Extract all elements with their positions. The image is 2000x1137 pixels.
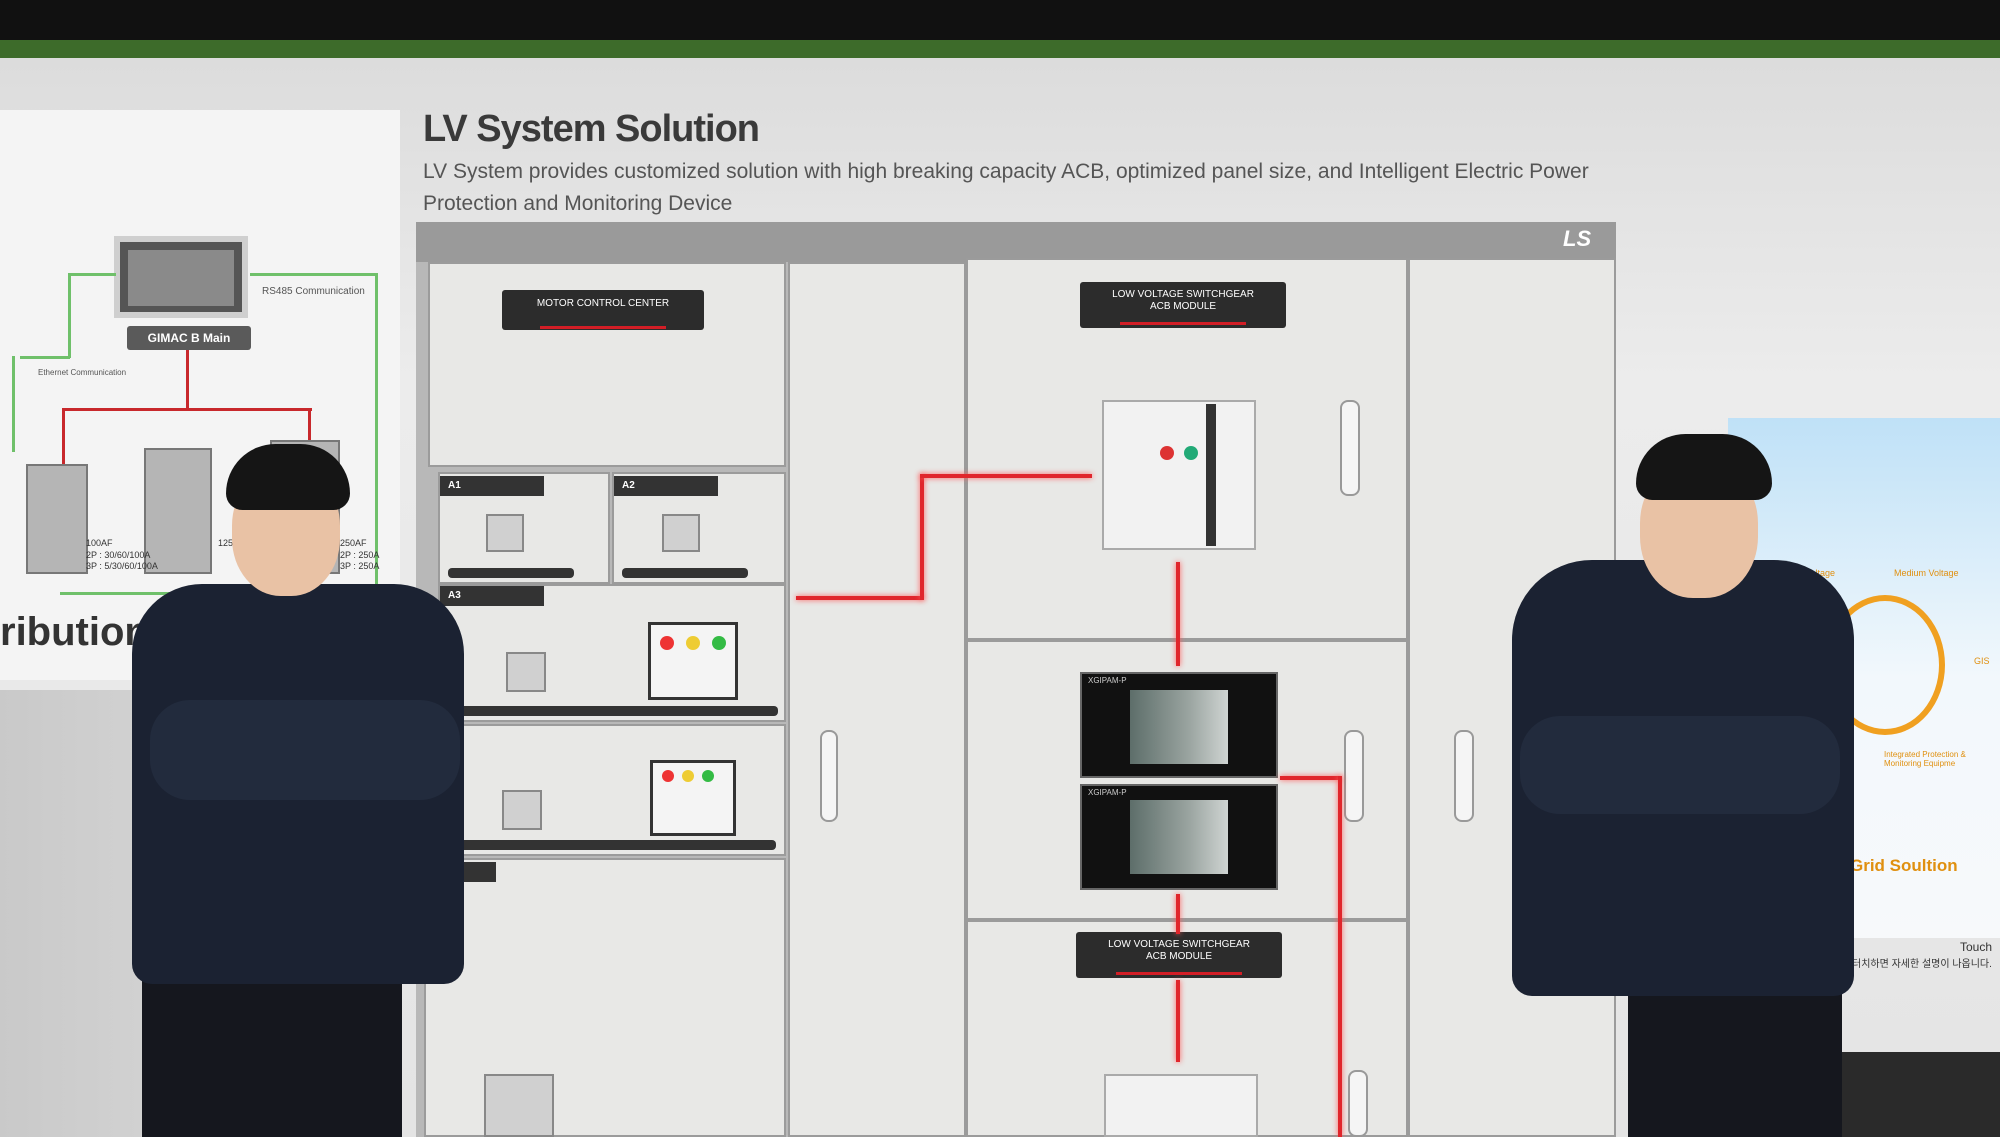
door-handle bbox=[820, 730, 838, 822]
equipment-base bbox=[1836, 1052, 2000, 1137]
module-a7 bbox=[424, 858, 786, 1137]
nameplate-accent bbox=[1120, 322, 1246, 325]
drawer-bar bbox=[448, 706, 778, 716]
rating-detail: 2P : 30/60/100A 3P : 5/30/60/100A bbox=[86, 550, 158, 571]
person-right-pants bbox=[1628, 980, 1842, 1137]
gimac-label: GIMAC B Main bbox=[127, 326, 251, 350]
module-label: A2 bbox=[614, 476, 718, 496]
red-wire bbox=[62, 408, 65, 466]
red-wire bbox=[62, 408, 312, 411]
xgipam-label: XGIPAM-P bbox=[1088, 676, 1127, 685]
indicator-panel bbox=[648, 622, 738, 700]
green-wire bbox=[68, 273, 71, 358]
acb-breaker bbox=[1102, 400, 1256, 550]
rating-label: 100AF bbox=[86, 538, 113, 548]
person-left-hair bbox=[226, 444, 350, 510]
ceiling-strip bbox=[0, 0, 2000, 58]
xgipam-screen bbox=[1130, 690, 1228, 764]
display-label: GIS bbox=[1974, 656, 1990, 666]
red-bus-line bbox=[1176, 894, 1180, 934]
acb-nameplate-top: LOW VOLTAGE SWITCHGEAR ACB MODULE bbox=[1080, 282, 1286, 328]
rating-label: 250AF bbox=[340, 538, 367, 548]
red-indicator-light bbox=[662, 770, 674, 782]
narrow-cabinet-door bbox=[788, 262, 966, 1137]
red-bus-line bbox=[1280, 776, 1342, 780]
wall-subtitle: LV System provides customized solution w… bbox=[423, 160, 1589, 215]
green-indicator-light bbox=[712, 636, 726, 650]
person-left-crossed-arms bbox=[150, 700, 460, 800]
rotary-switch bbox=[502, 790, 542, 830]
rating-detail: 2P : 250A 3P : 250A bbox=[340, 550, 380, 571]
wall-title: LV System Solution bbox=[423, 108, 760, 150]
door-handle bbox=[1344, 730, 1364, 822]
mcc-nameplate: MOTOR CONTROL CENTER bbox=[502, 290, 704, 330]
yellow-indicator-light bbox=[686, 636, 700, 650]
ls-logo: LS bbox=[1563, 226, 1592, 251]
acb-breaker bbox=[1104, 1074, 1258, 1137]
grid-solution-title: Grid Soultion bbox=[1850, 856, 1958, 875]
green-wire bbox=[12, 356, 15, 452]
green-wire bbox=[250, 273, 378, 276]
door-handle bbox=[1348, 1070, 1368, 1137]
green-wire bbox=[20, 356, 70, 359]
green-indicator-light bbox=[702, 770, 714, 782]
door-handle bbox=[1340, 400, 1360, 496]
rotary-switch bbox=[506, 652, 546, 692]
xgipam-label: XGIPAM-P bbox=[1088, 788, 1127, 797]
nameplate-accent bbox=[540, 326, 666, 329]
circuit-breaker bbox=[26, 464, 88, 574]
green-wire bbox=[375, 273, 378, 593]
green-wire bbox=[68, 273, 116, 276]
drawer-bar bbox=[448, 568, 574, 578]
person-right-crossed-arms bbox=[1520, 716, 1840, 814]
acb-breaker-bar bbox=[1206, 404, 1216, 546]
red-bus-line bbox=[796, 596, 924, 600]
rotary-switch bbox=[486, 514, 524, 552]
drawer-bar bbox=[438, 840, 776, 850]
red-wire bbox=[186, 350, 189, 410]
acb-on-button bbox=[1184, 446, 1198, 460]
display-label: Medium Voltage bbox=[1894, 568, 1959, 578]
rotary-switch bbox=[662, 514, 700, 552]
nameplate-accent bbox=[1116, 972, 1242, 975]
circuit-breaker bbox=[144, 448, 212, 574]
acb-nameplate-bottom: LOW VOLTAGE SWITCHGEAR ACB MODULE bbox=[1076, 932, 1282, 978]
red-bus-line bbox=[1338, 776, 1342, 1137]
gimac-monitor-screen bbox=[128, 250, 234, 306]
person-right-hair bbox=[1636, 434, 1772, 500]
module-label: A1 bbox=[440, 476, 544, 496]
touch-korean-text: 터치하면 자세한 설명이 나옵니다. bbox=[1852, 959, 1992, 970]
yellow-indicator-light bbox=[682, 770, 694, 782]
red-bus-line bbox=[920, 474, 1092, 478]
rating-label: 125 bbox=[218, 538, 234, 548]
rotary-switch bbox=[484, 1074, 554, 1137]
rs485-label: RS485 Communication bbox=[262, 286, 365, 297]
module-label: A3 bbox=[440, 586, 544, 606]
red-indicator-light bbox=[660, 636, 674, 650]
xgipam-screen bbox=[1130, 800, 1228, 874]
acb-off-button bbox=[1160, 446, 1174, 460]
red-wire bbox=[308, 408, 311, 443]
panel-top-strip bbox=[416, 222, 1616, 262]
red-bus-line bbox=[1176, 980, 1180, 1062]
red-bus-line bbox=[1176, 562, 1180, 666]
touch-label: Touch bbox=[1960, 940, 1993, 954]
red-bus-line bbox=[920, 474, 924, 600]
door-handle bbox=[1454, 730, 1474, 822]
drawer-bar bbox=[622, 568, 748, 578]
display-label: Integrated Protection & Monitoring Equip… bbox=[1884, 750, 1966, 768]
ethernet-label: Ethernet Communication bbox=[38, 368, 127, 377]
